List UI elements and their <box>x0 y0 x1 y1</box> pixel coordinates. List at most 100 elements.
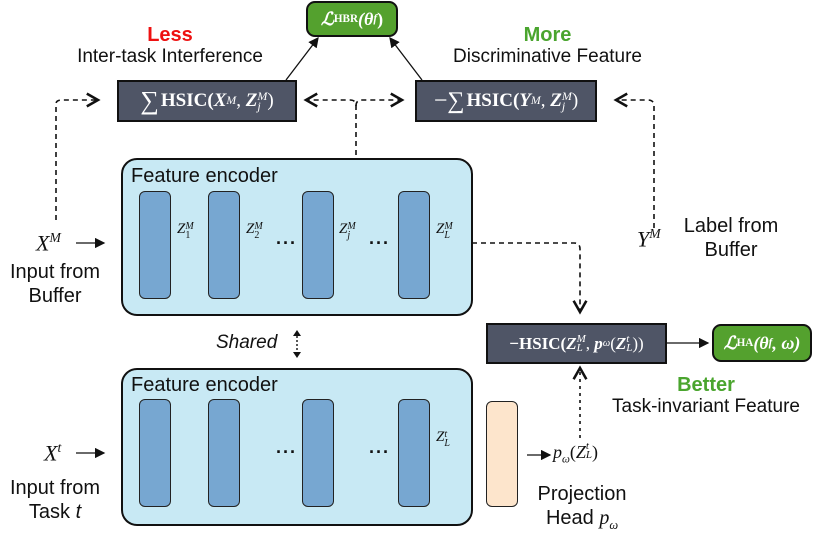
hsic-align-p: p <box>594 333 603 353</box>
ym-base: Y <box>637 226 650 252</box>
hsic-align-var2-sup: t <box>626 332 630 345</box>
xt-input-var: Xt <box>44 440 61 466</box>
ellipsis-top-2: ··· <box>369 233 390 253</box>
hsic-align-var2-sub: L <box>626 341 633 354</box>
hsic-y-var1: Y <box>519 90 531 111</box>
ha-loss-subscript: HA <box>736 337 754 349</box>
hsic-align-sep: , <box>585 333 595 353</box>
input-from-task-var: t <box>75 501 82 523</box>
hsic-y-sum: −∑ <box>433 87 465 114</box>
projection-head-line2: Head pω <box>522 506 642 537</box>
z2-base: Z <box>246 221 255 237</box>
zj-sub: j <box>347 230 351 241</box>
z2-sub: 2 <box>254 230 260 241</box>
better-annotation: Better Task-invariant Feature <box>586 374 823 418</box>
hsic-x-var1: X <box>213 90 227 111</box>
hsic-x-var1-sup: M <box>226 94 237 107</box>
proj-out-open: ( <box>569 442 576 462</box>
hsic-align-close: )) <box>632 333 644 353</box>
label-from-buffer-line1: Label from <box>683 215 779 237</box>
input-from-buffer-line2: Buffer <box>28 285 82 307</box>
hsic-align-var1: Z <box>566 333 577 353</box>
hsic-align-neg: − <box>509 333 519 353</box>
encoder-top-layer-L <box>398 191 430 299</box>
dashed-ym-to-hsicy <box>613 92 655 228</box>
shared-label: Shared <box>216 332 278 353</box>
ellipsis-top-1: ··· <box>276 233 297 253</box>
ym-var: YM <box>637 226 661 252</box>
hsic-align-func: HSIC( <box>518 333 567 353</box>
z1-sub: 1 <box>185 230 191 241</box>
encoder-bottom-layer-2 <box>208 399 240 507</box>
zj-sup: M <box>347 221 356 232</box>
dashed-zj-right <box>355 92 405 108</box>
proj-out-var: Z <box>575 442 586 462</box>
xt-var: X <box>44 440 58 466</box>
feature-encoder-top-title: Feature encoder <box>131 165 278 187</box>
shared-arrow-up-head <box>293 330 301 336</box>
shared-arrow-down-head <box>293 352 301 358</box>
projection-head-word: Head <box>545 507 600 529</box>
zL-sub: L <box>444 230 450 241</box>
hsic-x-func: HSIC( <box>160 90 214 111</box>
arrow-hsicx-to-hbr <box>285 36 319 81</box>
label-from-buffer: Label from Buffer <box>676 214 786 262</box>
z1-sup: M <box>185 221 194 232</box>
input-from-task-line1: Input from <box>9 477 101 499</box>
hsic-y-sep: , <box>540 90 551 111</box>
proj-out-p: p <box>553 442 562 462</box>
zj-base: Z <box>339 221 348 237</box>
feature-encoder-bottom-title: Feature encoder <box>131 374 278 396</box>
hbr-loss-symbol: ℒ <box>320 8 334 29</box>
hsic-x-close: ) <box>267 90 274 111</box>
zL-sup: M <box>444 221 453 232</box>
dashed-zl-to-hsicalign <box>472 242 588 315</box>
hbr-loss-arg-sub: f <box>373 13 378 25</box>
hsic-x-var2-sup: M <box>257 89 268 103</box>
hsic-x-var2: Z <box>245 90 258 111</box>
ha-loss-arg-rest: , ω) <box>772 332 801 353</box>
proj-out-var-sub: L <box>585 449 593 461</box>
hsic-y-var2-sup: M <box>561 89 572 103</box>
hbr-loss-close: ) <box>377 8 384 29</box>
encoder-bottom-layer-1 <box>139 399 171 507</box>
input-from-task-label: Input from Task t <box>0 476 110 524</box>
xt-sup: t <box>57 440 62 455</box>
zLt-sub: L <box>444 438 450 449</box>
more-label: More <box>523 24 572 46</box>
ym-sup: M <box>649 226 661 241</box>
proj-out-var-sup: t <box>585 440 589 452</box>
encoder-top-layer-j <box>302 191 334 299</box>
hsic-x-sep: , <box>236 90 246 111</box>
encoder-bottom-layer-j <box>302 399 334 507</box>
ha-loss-arg-sub: f <box>768 337 773 349</box>
ha-loss-arg: (θ <box>753 332 769 353</box>
label-from-buffer-line2: Buffer <box>704 239 758 261</box>
projection-head-var-sub: ω <box>609 518 619 532</box>
encoder-top-layer-1 <box>139 191 171 299</box>
input-from-task-line2: Task t <box>0 500 110 524</box>
input-from-buffer-label: Input from Buffer <box>0 260 110 308</box>
hsic-y-var2-sub: j <box>561 99 566 113</box>
input-from-buffer-line1: Input from <box>9 261 101 283</box>
hsic-align-p-sub: ω <box>602 338 611 349</box>
hsic-align-var2: Z <box>615 333 627 353</box>
ha-loss-symbol: ℒ <box>723 332 737 353</box>
hbr-loss-arg: (θ <box>358 8 374 29</box>
z1-base: Z <box>177 221 186 237</box>
